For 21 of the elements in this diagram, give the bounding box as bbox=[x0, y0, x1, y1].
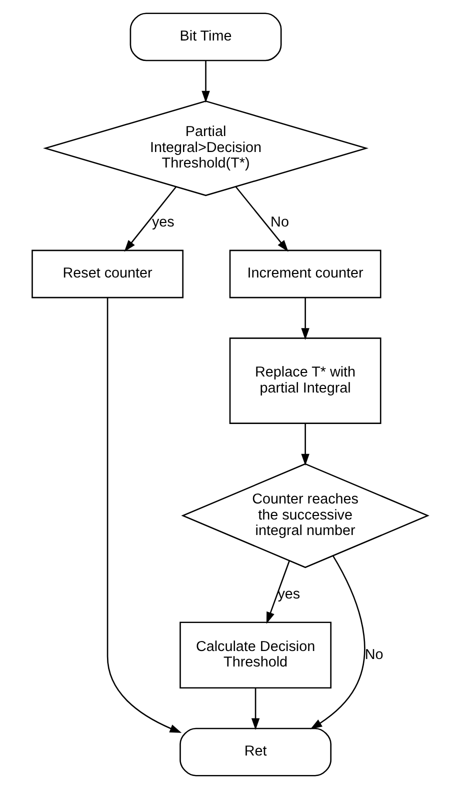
edge-label: yes bbox=[152, 214, 174, 231]
node-box: Reset counter bbox=[32, 250, 184, 298]
node-box: Replace T* with partial Integral bbox=[229, 338, 382, 424]
edge-label: No bbox=[364, 646, 384, 663]
node-box: Bit Time bbox=[130, 12, 282, 62]
edge-label: No bbox=[270, 214, 289, 231]
arrow bbox=[301, 298, 310, 340]
edge-label: yes bbox=[278, 586, 300, 603]
node-diamond: Counter reaches the successive integral number bbox=[181, 463, 430, 568]
arrow bbox=[202, 60, 210, 103]
arrow bbox=[310, 556, 366, 730]
node-diamond: Partial Integral>Decision Threshold(T*) bbox=[43, 100, 369, 196]
arrow bbox=[106, 298, 182, 733]
arrow bbox=[235, 186, 288, 252]
arrow bbox=[266, 560, 290, 624]
node-box: Increment counter bbox=[229, 250, 382, 298]
arrow bbox=[301, 424, 310, 466]
node-box: Ret bbox=[180, 728, 332, 776]
arrow bbox=[124, 186, 177, 252]
arrow bbox=[251, 688, 260, 730]
node-box: Calculate Decision Threshold bbox=[180, 622, 332, 689]
